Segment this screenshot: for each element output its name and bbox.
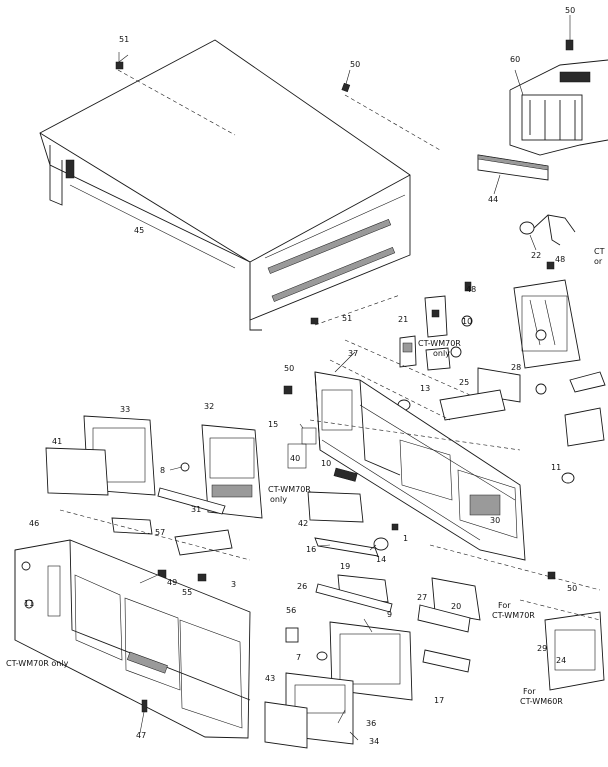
note-for-wm70r-l2: CT-WM70R bbox=[492, 611, 535, 620]
part-label-36: 36 bbox=[366, 719, 376, 728]
part-label-45-cover: 45 bbox=[134, 226, 144, 235]
upper-right-mechanism bbox=[477, 22, 608, 246]
part-label-41: 41 bbox=[52, 437, 62, 446]
part-label-50-top-right: 50 bbox=[565, 6, 575, 15]
note-ct-edge-l2: or bbox=[594, 257, 603, 266]
part-label-27: 27 bbox=[417, 593, 427, 602]
screw-parts-cover bbox=[115, 52, 351, 325]
note-wm70r-only-panel: CT-WM70R only bbox=[6, 659, 69, 668]
part-label-25: 25 bbox=[459, 378, 469, 387]
part-label-34: 34 bbox=[369, 737, 379, 746]
note-wm70r-only-mid-l1: CT-WM70R bbox=[268, 485, 311, 494]
part-label-50-left: 50 bbox=[284, 364, 294, 373]
part-label-51-top: 51 bbox=[119, 35, 129, 44]
part-label-42: 42 bbox=[298, 519, 308, 528]
part-label-43: 43 bbox=[265, 674, 275, 683]
part-label-24: 24 bbox=[556, 656, 566, 665]
top-cover-part bbox=[39, 39, 441, 331]
part-label-10-lower: 10 bbox=[321, 459, 331, 468]
part-label-1: 1 bbox=[403, 534, 408, 543]
part-label-50-cover: 50 bbox=[350, 60, 360, 69]
model-notes: CT-WM70R only CT-WM70R only CT-WM70R onl… bbox=[6, 247, 605, 706]
part-label-40: 40 bbox=[290, 454, 300, 463]
part-label-22: 22 bbox=[531, 251, 541, 260]
note-wm70r-only-upper-l2: only bbox=[433, 349, 450, 358]
part-label-26: 26 bbox=[297, 582, 307, 591]
note-ct-edge-l1: CT bbox=[594, 247, 605, 256]
part-label-17: 17 bbox=[434, 696, 444, 705]
part-label-50-right: 50 bbox=[567, 584, 577, 593]
part-label-60: 60 bbox=[510, 55, 520, 64]
part-label-32: 32 bbox=[204, 402, 214, 411]
part-label-11-panel: 11 bbox=[24, 599, 34, 608]
part-label-31: 31 bbox=[191, 505, 201, 514]
part-label-20: 20 bbox=[451, 602, 461, 611]
part-label-56: 56 bbox=[286, 606, 296, 615]
part-label-21: 21 bbox=[398, 315, 408, 324]
part-label-8: 8 bbox=[160, 466, 165, 475]
part-label-57: 57 bbox=[155, 528, 165, 537]
part-label-46: 46 bbox=[29, 519, 39, 528]
note-for-wm70r-l1: For bbox=[498, 601, 511, 610]
part-label-3: 3 bbox=[231, 580, 236, 589]
lower-center-parts bbox=[264, 523, 605, 749]
part-label-33: 33 bbox=[120, 405, 130, 414]
part-label-7: 7 bbox=[296, 653, 301, 662]
part-label-30: 30 bbox=[490, 516, 500, 525]
part-label-51-center: 51 bbox=[342, 314, 352, 323]
part-label-44: 44 bbox=[488, 195, 498, 204]
part-label-16: 16 bbox=[306, 545, 316, 554]
part-label-13: 13 bbox=[420, 384, 430, 393]
part-label-11: 11 bbox=[551, 463, 561, 472]
part-label-9: 9 bbox=[387, 610, 392, 619]
part-label-55: 55 bbox=[182, 588, 192, 597]
part-label-48-center: 48 bbox=[466, 285, 476, 294]
part-label-15: 15 bbox=[268, 420, 278, 429]
part-number-labels: 50 51 50 45 60 44 22 48 48 51 21 10 37 5… bbox=[24, 6, 577, 746]
part-label-48-right: 48 bbox=[555, 255, 565, 264]
note-wm70r-only-mid-l2: only bbox=[270, 495, 287, 504]
part-label-19: 19 bbox=[340, 562, 350, 571]
right-mechanism-parts bbox=[397, 261, 606, 484]
note-wm70r-only-upper-l1: CT-WM70R bbox=[418, 339, 461, 348]
left-subassemblies bbox=[45, 415, 364, 582]
part-label-28: 28 bbox=[511, 363, 521, 372]
leader-lines bbox=[118, 15, 571, 741]
part-label-47: 47 bbox=[136, 731, 146, 740]
note-for-wm60r-l2: CT-WM60R bbox=[520, 697, 563, 706]
part-label-49: 49 bbox=[167, 578, 177, 587]
front-panel-part bbox=[14, 509, 251, 739]
part-label-10-upper: 10 bbox=[462, 317, 472, 326]
note-for-wm60r-l1: For bbox=[523, 687, 536, 696]
part-label-29: 29 bbox=[537, 644, 547, 653]
part-label-37: 37 bbox=[348, 349, 358, 358]
main-chassis-part bbox=[283, 339, 526, 561]
part-label-14: 14 bbox=[376, 555, 386, 564]
